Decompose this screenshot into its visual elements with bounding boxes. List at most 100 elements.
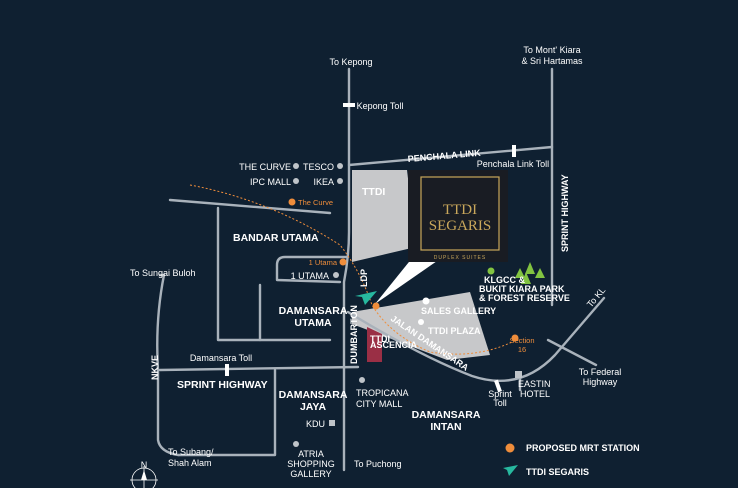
road-penchala-link — [347, 145, 554, 167]
map-legend: PROPOSED MRT STATION TTDI SEGARIS — [503, 443, 640, 477]
label-ttdi-plaza: TTDI PLAZA — [428, 326, 481, 336]
label-dumbarton: DUMBARTON — [349, 305, 359, 364]
label-nkve: NKVE — [150, 355, 160, 380]
logo-frame — [420, 176, 500, 251]
label-to-subang-2: Shah Alam — [168, 458, 212, 468]
compass-rose: N — [130, 460, 158, 488]
sales-gallery-dot — [422, 297, 430, 305]
road-bandar-utama-loop — [168, 198, 332, 342]
label-to-mont-kiara-2: & Sri Hartamas — [521, 56, 583, 66]
logo-title-2: SEGARIS — [429, 218, 492, 234]
atria-dot — [293, 441, 299, 447]
label-klgcc-2: BUKIT KIARA PARK — [479, 284, 565, 294]
label-eastin-2: HOTEL — [520, 389, 550, 399]
label-to-federal-1: To Federal — [579, 367, 622, 377]
legend-segaris-label: TTDI SEGARIS — [526, 467, 589, 477]
tesco-dot — [337, 163, 343, 169]
road-nkve — [156, 273, 180, 457]
label-to-mont-kiara-1: To Mont' Kiara — [523, 45, 580, 55]
1-utama-mrt-marker — [339, 258, 347, 266]
label-ttdi: TTDI — [362, 186, 385, 198]
label-kdu: KDU — [306, 419, 325, 429]
label-the-curve-station: The Curve — [298, 198, 333, 207]
klgcc-dot — [487, 267, 495, 275]
label-sales-gallery: SALES GALLERY — [421, 306, 496, 316]
label-ldp: LDP — [359, 269, 369, 287]
label-to-sungai-buloh: To Sungai Buloh — [130, 268, 196, 278]
label-damansara-utama-1: DAMANSARA — [279, 305, 348, 317]
label-penchala-link-toll: Penchala Link Toll — [477, 159, 549, 169]
label-sprint-highway: SPRINT HIGHWAY — [177, 379, 268, 391]
label-to-federal-2: Highway — [583, 377, 618, 387]
logo-box — [408, 170, 508, 262]
label-damansara-utama-2: UTAMA — [294, 317, 332, 329]
label-damansara-jaya-2: JAYA — [300, 401, 326, 413]
legend-mrt-label: PROPOSED MRT STATION — [526, 443, 640, 453]
the-curve-mrt-marker — [288, 198, 296, 206]
label-damansara-jaya-1: DAMANSARA — [279, 389, 348, 401]
mrt-line — [189, 184, 521, 355]
the-curve-dot — [293, 163, 299, 169]
road-to-federal-highway — [546, 338, 598, 367]
label-sprint-toll-1: Sprint — [488, 389, 512, 399]
ttdi-plaza-dot — [418, 319, 424, 325]
label-1-utama: 1 UTAMA — [291, 271, 329, 281]
label-ttdi-ascencia-1: TTDI — [370, 334, 390, 344]
park-tree-icons — [515, 262, 545, 284]
label-damansara-toll: Damansara Toll — [190, 353, 252, 363]
ttdi-district — [352, 170, 416, 262]
label-ttdi-ascencia-2: ASCENCIA — [370, 340, 418, 350]
label-tesco: TESCO — [303, 162, 334, 172]
legend-mrt-icon — [505, 443, 515, 453]
label-ikea: IKEA — [313, 177, 334, 187]
label-sprint-toll-2: Toll — [493, 398, 507, 408]
penchala-toll-marker — [512, 145, 516, 157]
road-ss-link — [176, 368, 277, 457]
ttdi-ascencia-block — [367, 327, 382, 362]
ipc-mall-dot — [293, 178, 299, 184]
damansara-toll-marker — [225, 364, 229, 376]
section16-mrt-marker — [511, 334, 519, 342]
damansara-district — [352, 292, 490, 360]
road-1-utama-link — [275, 255, 348, 284]
label-section16-1: Section — [509, 336, 534, 345]
label-damansara-intan-2: INTAN — [430, 421, 461, 433]
label-1-utama-station: 1 Utama — [309, 258, 338, 267]
kdu-marker — [329, 420, 335, 426]
label-atria-2: SHOPPING — [287, 459, 335, 469]
compass-north-label: N — [141, 460, 148, 470]
road-sprint-highway — [158, 365, 360, 372]
label-kepong-toll: Kepong Toll — [357, 101, 404, 111]
ttdi-segaris-marker — [355, 291, 377, 305]
label-section16-2: 16 — [518, 345, 526, 354]
road-network — [156, 67, 606, 472]
ikea-dot — [337, 178, 343, 184]
label-eastin-1: EASTIN — [518, 379, 551, 389]
ttdi-segaris-logo: TTDI SEGARIS DUPLEX SUITES — [375, 170, 508, 304]
road-kepong-ldp — [342, 67, 351, 472]
label-the-curve: THE CURVE — [239, 162, 291, 172]
eastin-marker — [515, 371, 522, 378]
label-to-kepong: To Kepong — [329, 57, 372, 67]
sprint-toll-marker — [494, 379, 502, 393]
label-atria-3: GALLERY — [290, 469, 331, 479]
kepong-toll-marker — [343, 103, 355, 107]
label-sprint-highway-vertical: SPRINT HIGHWAY — [560, 174, 570, 252]
label-to-puchong: To Puchong — [354, 459, 402, 469]
logo-pointer — [375, 252, 450, 304]
label-tropicana-2: CITY MALL — [356, 399, 402, 409]
compass-north-arrow — [141, 470, 147, 480]
label-damansara-intan-1: DAMANSARA — [412, 409, 481, 421]
label-atria-1: ATRIA — [298, 449, 324, 459]
tropicana-dot — [359, 377, 365, 383]
label-klgcc-3: & FOREST RESERVE — [479, 293, 570, 303]
label-bandar-utama: BANDAR UTAMA — [233, 232, 319, 244]
legend-segaris-icon — [503, 465, 518, 476]
label-to-subang-1: To Subang/ — [168, 447, 214, 457]
road-jalan-damansara — [346, 296, 606, 383]
ttdi-mrt-marker — [372, 302, 380, 310]
label-klgcc-1: KLGCC & — [484, 275, 525, 285]
logo-title-1: TTDI — [443, 202, 477, 218]
label-ipc-mall: IPC MALL — [250, 177, 291, 187]
